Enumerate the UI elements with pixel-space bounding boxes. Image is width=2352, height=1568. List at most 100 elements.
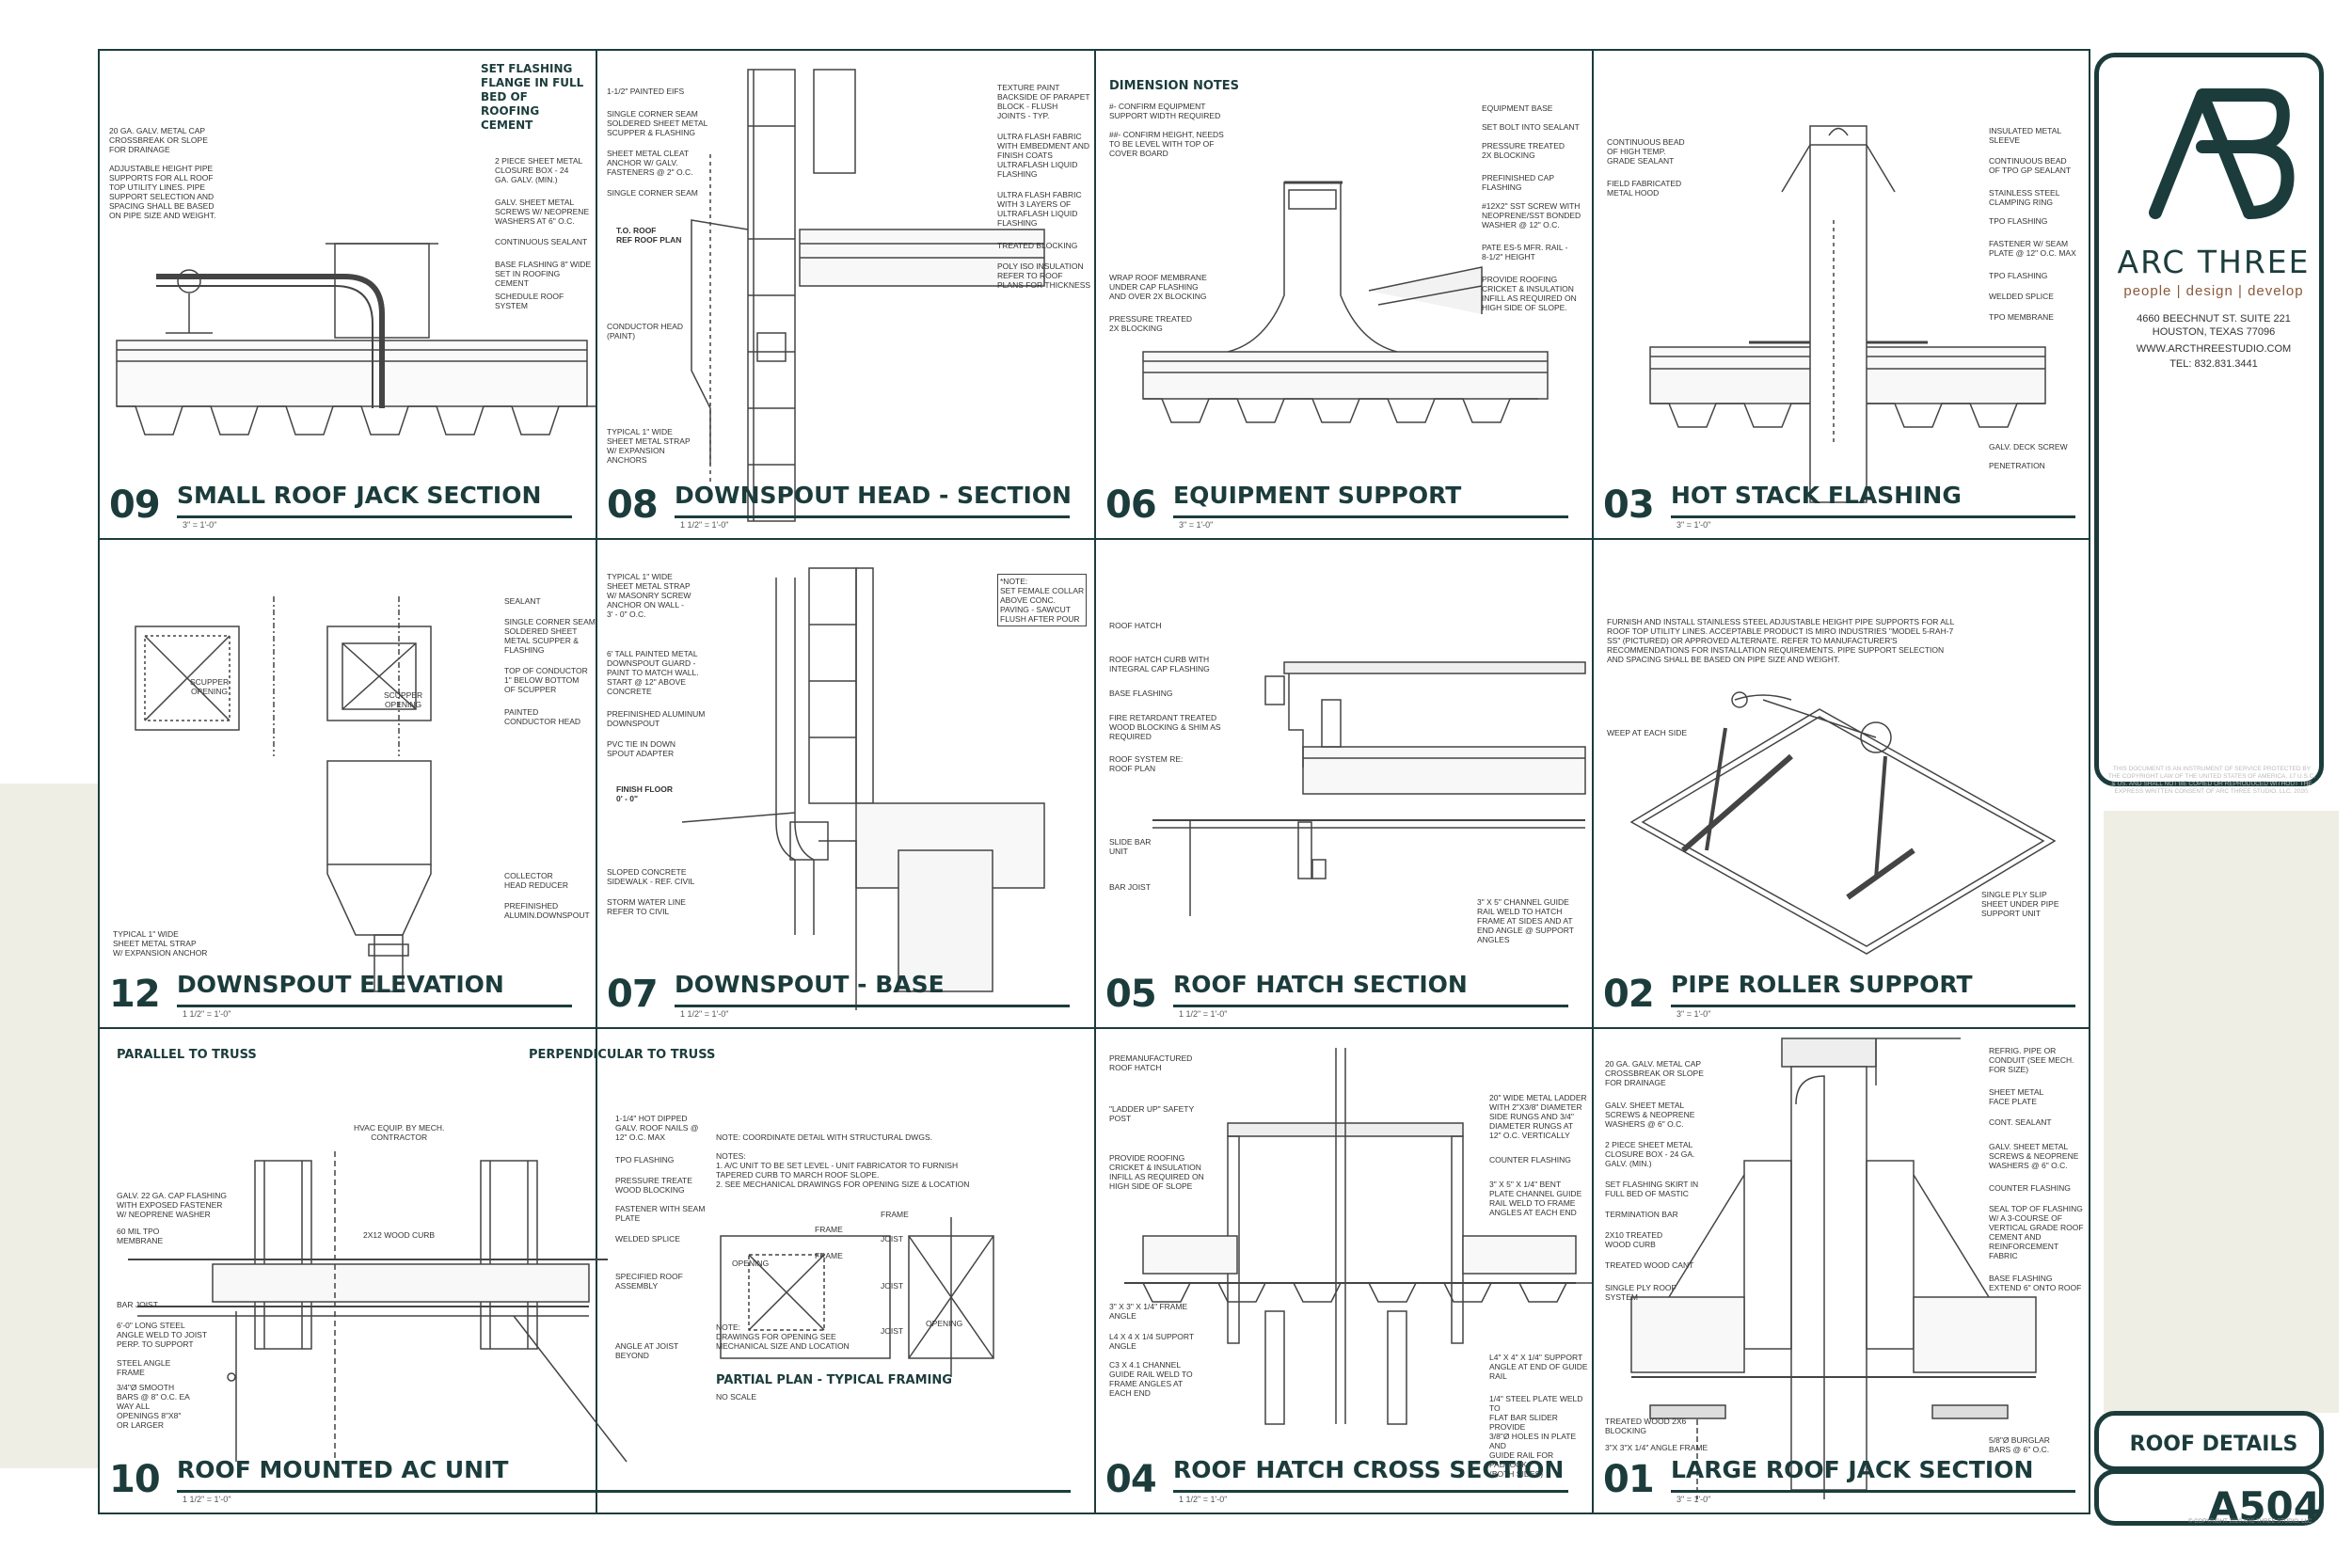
- note: BAR JOIST: [1109, 882, 1151, 892]
- copyright-footer: © COPYRIGHT 2020 ARC THREE STUDIO, LLC: [2188, 1519, 2312, 1525]
- note: PREMANUFACTURED ROOF HATCH: [1109, 1053, 1193, 1072]
- title-underline: [1173, 1005, 1568, 1007]
- detail-title-08: 08 DOWNSPOUT HEAD - SECTION 1 1/2" = 1'-…: [597, 478, 1094, 534]
- detail-panel-01[interactable]: 20 GA. GALV. METAL CAP CROSSBREAK OR SLO…: [1594, 1029, 2090, 1513]
- note: ROOF SYSTEM RE: ROOF PLAN: [1109, 754, 1184, 773]
- pipe-roller-support-drawing: [1629, 691, 2057, 955]
- note: NOTES: 1. A/C UNIT TO BE SET LEVEL - UNI…: [716, 1151, 970, 1189]
- note: EQUIPMENT BASE: [1482, 103, 1553, 113]
- note: 3" x 5" CHANNEL GUIDE RAIL WELD TO HATCH…: [1477, 897, 1574, 944]
- downspout-elevation-drawing: [135, 596, 432, 992]
- note: SINGLE CORNER SEAM: [607, 188, 698, 198]
- note: 3" x 3" x 1/4" FRAME ANGLE: [1109, 1302, 1188, 1321]
- note: SHEET METAL FACE PLATE: [1989, 1087, 2044, 1106]
- downspout-head-drawing: [691, 69, 1045, 522]
- note: PRESSURE TREATE WOOD BLOCKING: [615, 1176, 692, 1195]
- sheet-title-box: ROOF DETAILS: [2094, 1411, 2324, 1471]
- note: SCHEDULE ROOF SYSTEM: [495, 292, 564, 310]
- title-underline: [177, 515, 572, 518]
- detail-scale: 1 1/2" = 1'-0": [1179, 1009, 1228, 1019]
- sheet-number: A504: [2207, 1483, 2321, 1529]
- note: "LADDER UP" SAFETY POST: [1109, 1104, 1195, 1123]
- detail-panel-02[interactable]: FURNISH AND INSTALL STAINLESS STEEL ADJU…: [1594, 540, 2090, 1027]
- note: NOTE: COORDINATE DETAIL WITH STRUCTURAL …: [716, 1132, 932, 1142]
- note: GALV. SHEET METAL SCREWS & NEOPRENE WASH…: [1989, 1142, 2079, 1170]
- title-underline: [177, 1490, 1071, 1493]
- note: GALV. DECK SCREW: [1989, 442, 2068, 451]
- detail-title-02: 02 PIPE ROLLER SUPPORT 3" = 1'-0": [1594, 967, 2090, 1023]
- detail-panel-09[interactable]: 20 GA. GALV. METAL CAP CROSSBREAK OR SLO…: [100, 51, 596, 538]
- note: BASE FLASHING: [1109, 689, 1173, 698]
- note: SINGLE CORNER SEAM SOLDERED SHEET METAL …: [504, 617, 596, 655]
- detail-panel-06[interactable]: DIMENSION NOTES #- CONFIRM EQUIPMENT SUP…: [1096, 51, 1592, 538]
- note-box: *NOTE: SET FEMALE COLLAR ABOVE CONC. PAV…: [997, 574, 1088, 626]
- note: TERMINATION BAR: [1605, 1210, 1678, 1219]
- subhead-parallel: PARALLEL TO TRUSS: [117, 1048, 257, 1062]
- sheet-title: ROOF DETAILS: [2129, 1433, 2298, 1456]
- note: SET BOLT INTO SEALANT: [1482, 122, 1580, 132]
- detail-panel-12[interactable]: SCUPPER OPENING SCUPPER OPENING SEALANT …: [100, 540, 596, 1027]
- note: SLOPED CONCRETE SIDEWALK - REF. CIVIL: [607, 867, 695, 886]
- subhead-perpendicular: PERPENDICULAR TO TRUSS: [529, 1048, 716, 1062]
- note: WEEP AT EACH SIDE: [1607, 728, 1688, 737]
- note: PREFINISHED ALUMIN.DOWNSPOUT: [504, 901, 590, 920]
- note: INSULATED METAL SLEEVE: [1989, 126, 2062, 145]
- framing-label: FRAME: [815, 1225, 843, 1234]
- note: SINGLE PLY ROOF SYSTEM: [1605, 1283, 1677, 1302]
- detail-scale: 3" = 1'-0": [1677, 520, 1711, 530]
- note: 3"x 3"x 1/4" ANGLE FRAME: [1605, 1443, 1708, 1452]
- note: ##- CONFIRM HEIGHT, NEEDS TO BE LEVEL WI…: [1109, 130, 1224, 158]
- note: BAR JOIST: [117, 1300, 158, 1309]
- detail-scale: 1 1/2" = 1'-0": [1179, 1495, 1228, 1504]
- detail-title: DOWNSPOUT ELEVATION: [177, 971, 504, 998]
- large-roof-jack-drawing: [1630, 1037, 2037, 1499]
- note: TYPICAL 1" WIDE SHEET METAL STRAP W/ EXP…: [113, 929, 208, 958]
- note: #- CONFIRM EQUIPMENT SUPPORT WIDTH REQUI…: [1109, 102, 1221, 120]
- note: TEXTURE PAINT BACKSIDE OF PARAPET BLOCK …: [997, 83, 1090, 120]
- note: GALV. SHEET METAL SCREWS W/ NEOPRENE WAS…: [495, 198, 590, 226]
- detail-panel-10[interactable]: PARALLEL TO TRUSS PERPENDICULAR TO TRUSS…: [100, 1029, 1094, 1513]
- detail-scale: 3" = 1'-0": [1677, 1495, 1711, 1504]
- detail-title-10: 10 ROOF MOUNTED AC UNIT 1 1/2" = 1'-0": [100, 1452, 1094, 1509]
- detail-panel-03[interactable]: CONTINUOUS BEAD OF HIGH TEMP. GRADE SEAL…: [1594, 51, 2090, 538]
- note: 60 MIL TPO MEMBRANE: [117, 1227, 164, 1245]
- note: GALV. 22 GA. CAP FLASHING WITH EXPOSED F…: [117, 1191, 228, 1219]
- address-line-1: 4660 BEECHNUT ST. SUITE 221: [2137, 313, 2291, 325]
- hot-stack-flashing-drawing: [1649, 125, 2046, 503]
- equipment-support-drawing: [1142, 181, 1549, 423]
- note: NO SCALE: [716, 1392, 756, 1402]
- detail-panel-07[interactable]: TYPICAL 1" WIDE SHEET METAL STRAP W/ MAS…: [597, 540, 1094, 1027]
- note: WELDED SPLICE: [615, 1234, 680, 1243]
- note: SEALANT: [504, 596, 541, 606]
- note: CONT. SEALANT: [1989, 1117, 2052, 1127]
- detail-title: EQUIPMENT SUPPORT: [1173, 482, 1462, 509]
- framing-label: FRAME: [881, 1210, 909, 1219]
- detail-panel-05[interactable]: ROOF HATCH ROOF HATCH CURB WITH INTEGRAL…: [1096, 540, 1592, 1027]
- note: FIELD FABRICATED METAL HOOD: [1607, 179, 1682, 198]
- detail-number: 02: [1603, 973, 1655, 1016]
- title-block: ARC THREE people | design | develop 4660…: [2094, 49, 2324, 1529]
- note: PROVIDE ROOFING CRICKET & INSULATION INF…: [1109, 1153, 1204, 1191]
- detail-panel-04[interactable]: PREMANUFACTURED ROOF HATCH "LADDER UP" S…: [1096, 1029, 1592, 1513]
- note: 5/8"Ø BURGLAR BARS @ 6" O.C.: [1989, 1435, 2050, 1454]
- note: ADJUSTABLE HEIGHT PIPE SUPPORTS FOR ALL …: [109, 164, 216, 220]
- note: TYPICAL 1" WIDE SHEET METAL STRAP W/ EXP…: [607, 427, 691, 465]
- roof-hatch-cross-section-drawing: [1124, 1048, 1592, 1425]
- dimension-notes-heading: DIMENSION NOTES: [1109, 79, 1240, 93]
- note: 6'-0" LONG STEEL ANGLE WELD TO JOIST PER…: [117, 1321, 208, 1349]
- note: GALV. SHEET METAL SCREWS & NEOPRENE WASH…: [1605, 1101, 1695, 1129]
- note: FIRE RETARDANT TREATED WOOD BLOCKING & S…: [1109, 713, 1221, 741]
- website-link[interactable]: WWW.ARCTHREESTUDIO.COM: [2136, 343, 2292, 355]
- note: PREFINISHED CAP FLASHING: [1482, 173, 1554, 192]
- detail-title-05: 05 ROOF HATCH SECTION 1 1/2" = 1'-0": [1096, 967, 1592, 1023]
- flashing-callout: SET FLASHING FLANGE IN FULL BED OF ROOFI…: [481, 62, 584, 132]
- note: 20 GA. GALV. METAL CAP CROSSBREAK OR SLO…: [1605, 1059, 1704, 1087]
- note: SINGLE CORNER SEAM SOLDERED SHEET METAL …: [607, 109, 708, 137]
- note: PROVIDE ROOFING CRICKET & INSULATION INF…: [1482, 275, 1577, 312]
- note: 1-1/4" HOT DIPPED GALV. ROOF NAILS @ 12"…: [615, 1114, 699, 1142]
- background-shade-right: [2104, 811, 2339, 1413]
- note: 6' TALL PAINTED METAL DOWNSPOUT GUARD - …: [607, 649, 699, 696]
- detail-scale: 3" = 1'-0": [183, 520, 217, 530]
- detail-panel-08[interactable]: 1-1/2" PAINTED EIFS SINGLE CORNER SEAM S…: [597, 51, 1094, 538]
- note: TPO MEMBRANE: [1989, 312, 2054, 322]
